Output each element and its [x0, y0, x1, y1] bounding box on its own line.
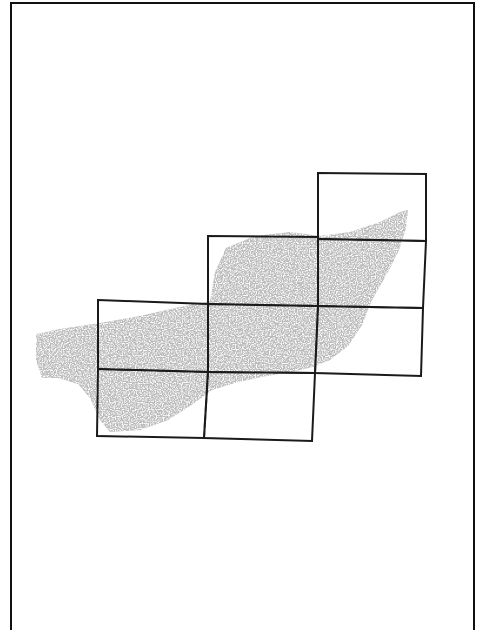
scanned-shape [36, 210, 408, 432]
